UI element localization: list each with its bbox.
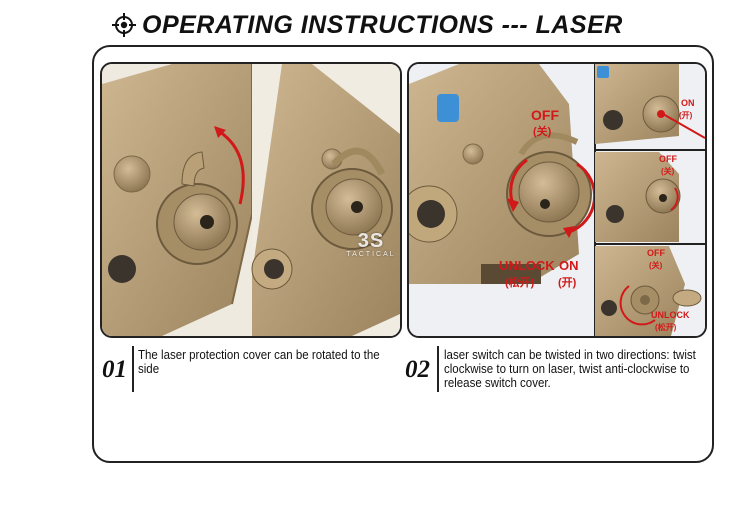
svg-text:(关): (关): [649, 260, 663, 270]
instruction-panel: [92, 45, 714, 463]
step-divider-1: [132, 346, 134, 392]
svg-text:(关): (关): [661, 166, 675, 176]
label-off: OFF: [531, 107, 559, 123]
svg-text:(松开): (松开): [655, 322, 677, 332]
header: OPERATING INSTRUCTIONS --- LASER: [112, 8, 623, 42]
step-number-2: 02: [405, 356, 430, 383]
label-on-cn: (开): [558, 276, 577, 289]
svg-text:OFF: OFF: [647, 248, 665, 258]
photo-laser-switch: OFF (关) UNLOCK (松开) ON (开) ON (开) OFF (关…: [407, 62, 707, 338]
label-unlock-cn: (松开): [505, 275, 535, 289]
label-off-cn: (关): [533, 124, 552, 138]
step-text-2: laser switch can be twisted in two direc…: [444, 348, 696, 390]
page-title: OPERATING INSTRUCTIONS --- LASER: [142, 10, 623, 39]
crosshair-icon: [112, 13, 136, 37]
step-divider-2: [437, 346, 439, 392]
label-unlock: UNLOCK: [499, 258, 555, 273]
photo-protection-cover: [100, 62, 402, 338]
label-on: ON: [559, 258, 579, 273]
svg-text:(开): (开): [679, 111, 693, 120]
step-number-1: 01: [102, 356, 127, 383]
step-text-1: The laser protection cover can be rotate…: [138, 348, 380, 376]
svg-text:OFF: OFF: [659, 154, 677, 164]
svg-text:ON: ON: [681, 98, 695, 108]
svg-text:UNLOCK: UNLOCK: [651, 310, 690, 320]
